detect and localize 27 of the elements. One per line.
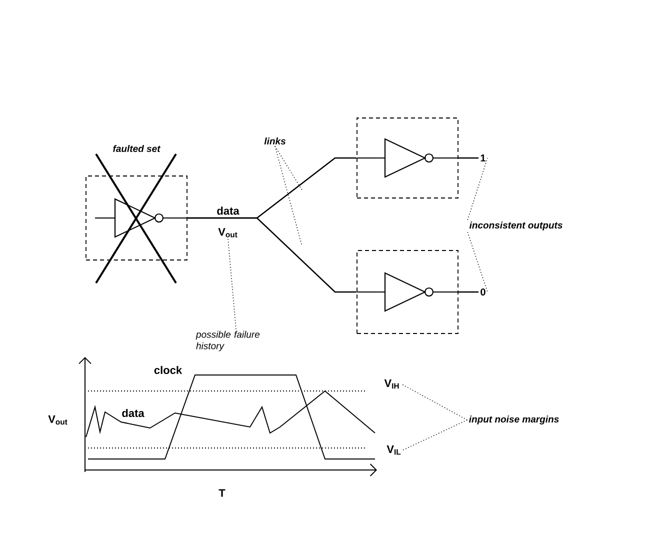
gate-box <box>356 250 458 334</box>
wire <box>458 291 479 293</box>
gate-box: faulted set <box>86 145 188 260</box>
leader-line <box>401 384 468 420</box>
callout-text: links <box>264 138 286 144</box>
leader-line <box>467 232 488 292</box>
wire <box>187 217 357 293</box>
leader-line <box>402 420 468 450</box>
curve-label: data <box>122 408 144 418</box>
leader-line <box>274 146 302 246</box>
callout-text: possible failure history <box>196 330 260 352</box>
threshold-label: V$_{IL}$ <box>386 445 401 455</box>
axis-label: V$_{out}$ <box>48 415 68 425</box>
wire <box>458 157 479 159</box>
node-label: faulted set <box>113 145 161 152</box>
threshold-label: V$_{IH}$ <box>384 379 399 389</box>
callout-text: input noise margins <box>469 416 559 424</box>
callout-text: inconsistent outputs <box>469 222 562 230</box>
gate-box <box>356 118 458 198</box>
leader-line <box>228 238 236 330</box>
curve-label: clock <box>154 366 182 374</box>
output-value: 1 <box>480 154 486 162</box>
leader-line <box>467 158 488 220</box>
output-value: 0 <box>480 288 486 296</box>
leader-line <box>274 146 302 190</box>
wire-label: data V$_{out}$ <box>217 206 240 238</box>
axis-label: T <box>218 489 226 497</box>
